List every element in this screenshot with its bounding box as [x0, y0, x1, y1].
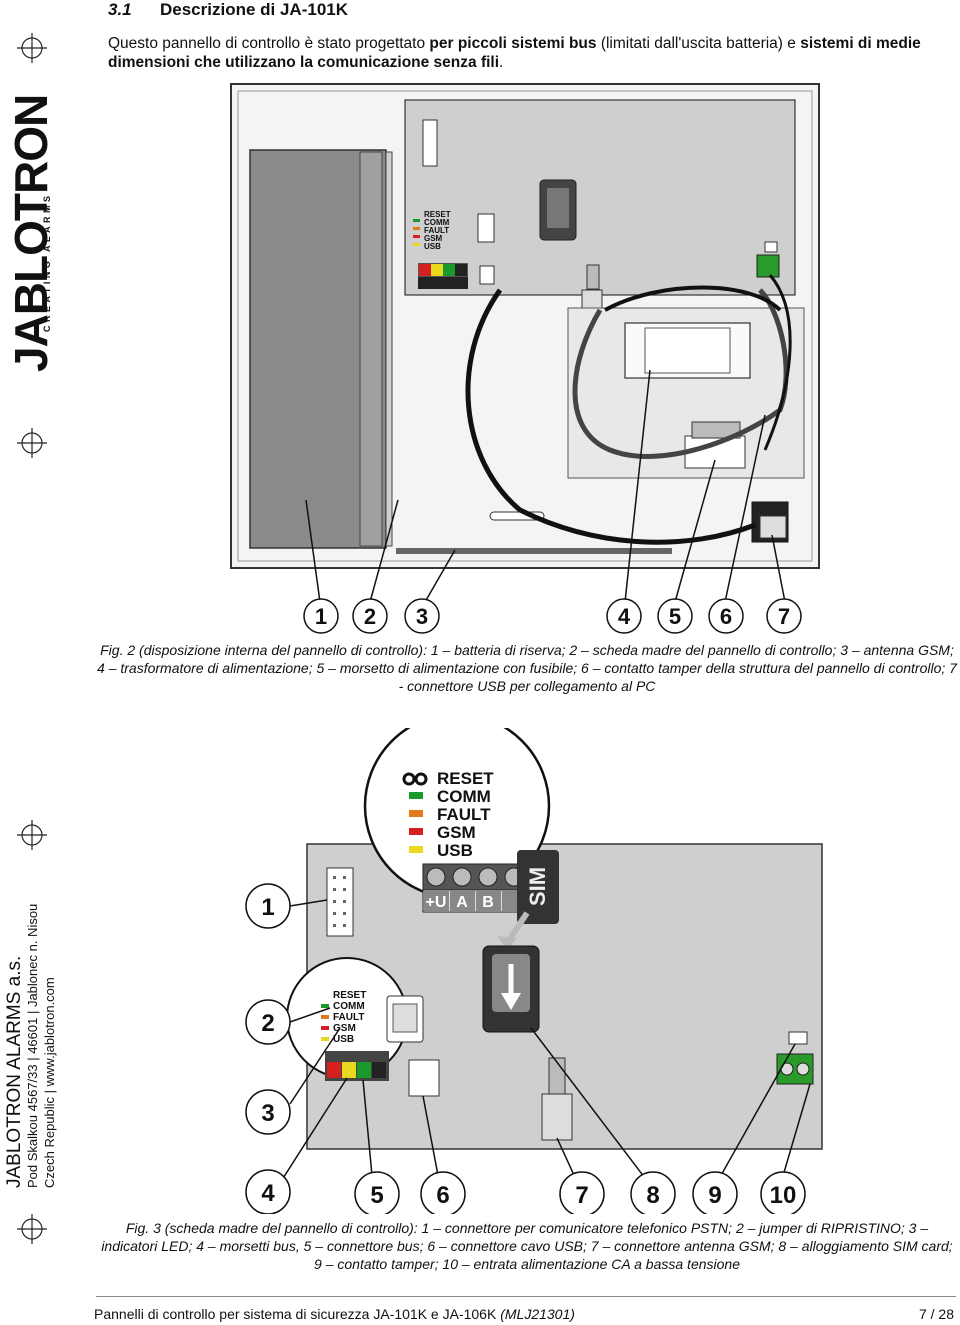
fig3-inset-usb: USB [333, 1034, 354, 1045]
intro-paragraph: Questo pannello di controllo è stato pro… [108, 34, 948, 72]
fig3-term-b: B [482, 894, 494, 911]
fig3-label-usb: USB [437, 841, 473, 860]
intro-bold-1: per piccoli sistemi bus [429, 35, 597, 52]
fig3-callout-5: 5 [370, 1182, 383, 1209]
figure-3-mainboard-diagram: RESET COMM FAULT GSM USB +U A B SIM RESE… [245, 728, 823, 1214]
fig2-label-comm: COMM [424, 218, 450, 227]
footer-page-number: 7 / 28 [918, 1306, 954, 1322]
company-address: Pod Skalkou 4567/33 | 46601 | Jablonec n… [25, 903, 40, 1188]
footer-doc-code: (MLJ21301) [500, 1306, 575, 1322]
intro-text-2: (limitati dall'uscita batteria) e [596, 35, 801, 52]
mainboard-icon [404, 99, 796, 296]
fig3-callout-6: 6 [436, 1182, 449, 1209]
fig3-label-reset: RESET [437, 769, 494, 788]
registration-mark-icon [17, 428, 47, 458]
fig2-label-usb: USB [424, 242, 441, 251]
fig2-callout-1: 1 [315, 604, 327, 629]
fig3-callout-1: 1 [261, 894, 274, 921]
figure-2-caption: Fig. 2 (disposizione interna del pannell… [97, 642, 957, 694]
fig3-callout-7: 7 [575, 1182, 588, 1209]
fig2-callout-5: 5 [669, 604, 681, 629]
figure-3-caption: Fig. 3 (scheda madre del pannello di con… [101, 1220, 953, 1272]
registration-mark-icon [17, 820, 47, 850]
fig3-inset-fault: FAULT [333, 1012, 364, 1023]
fig3-label-fault: FAULT [437, 805, 491, 824]
section-number: 3.1 [108, 0, 132, 19]
registration-mark-icon [17, 1214, 47, 1244]
fig2-callout-7: 7 [778, 604, 790, 629]
fig2-callout-2: 2 [364, 604, 376, 629]
fig3-label-gsm: GSM [437, 823, 476, 842]
fig3-callout-4: 4 [261, 1180, 275, 1207]
intro-bold-2: sistemi di medie dimensioni che utilizza… [108, 35, 921, 71]
footer-document-title: Pannelli di controllo per sistema di sic… [94, 1306, 575, 1322]
intro-text-1: Questo pannello di controllo è stato pro… [108, 35, 430, 52]
fig3-callout-2: 2 [261, 1010, 274, 1037]
footer-divider [96, 1296, 956, 1297]
registration-mark-icon [17, 33, 47, 63]
fig3-callout-3: 3 [261, 1100, 274, 1127]
fig3-term-a: A [456, 894, 468, 911]
fig3-callout-10: 10 [770, 1182, 797, 1209]
fig3-callout-8: 8 [646, 1182, 659, 1209]
brand-tagline: CREATING ALARMS [42, 192, 52, 333]
intro-text-3: . [499, 54, 504, 71]
brand-logo: JABLOTRON CREATING ALARMS [0, 95, 60, 390]
company-web: Czech Republic | www.jablotron.com [42, 977, 57, 1188]
fig2-label-fault: FAULT [424, 226, 449, 235]
company-name: JABLOTRON ALARMS a.s. [4, 955, 25, 1188]
fig3-term-u: +U [426, 894, 447, 911]
fig2-label-gsm: GSM [424, 234, 443, 243]
fig3-inset-reset: RESET [333, 990, 366, 1001]
fig3-callout-9: 9 [708, 1182, 721, 1209]
fig3-sim-label: SIM [525, 867, 550, 906]
fig2-callout-3: 3 [416, 604, 428, 629]
fig3-label-comm: COMM [437, 787, 491, 806]
fig3-inset-gsm: GSM [333, 1023, 356, 1034]
company-address-block: JABLOTRON ALARMS a.s. Pod Skalkou 4567/3… [0, 860, 64, 1190]
footer-title-text: Pannelli di controllo per sistema di sic… [94, 1306, 501, 1322]
fig3-inset-comm: COMM [333, 1001, 365, 1012]
section-title: Descrizione di JA-101K [160, 0, 349, 19]
fig2-callout-4: 4 [618, 604, 631, 629]
figure-2-enclosure-diagram: RESET COMM FAULT GSM USB [230, 83, 820, 634]
fig2-callout-6: 6 [720, 604, 732, 629]
fig2-label-reset: RESET [424, 210, 451, 219]
